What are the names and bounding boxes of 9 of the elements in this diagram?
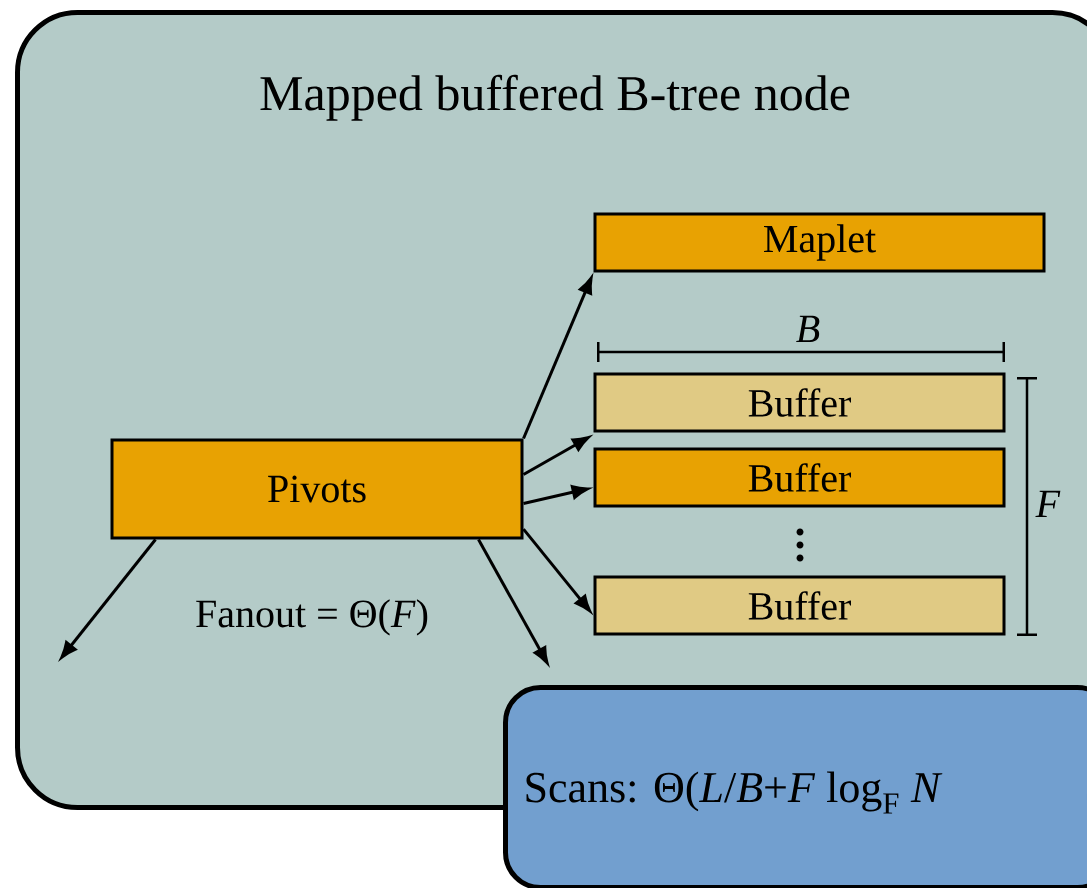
record-box: Pivots	[110, 438, 524, 540]
record-box: Buffer	[593, 372, 1006, 433]
record-box: Buffer	[593, 447, 1006, 508]
record-box: Maplet	[593, 212, 1046, 273]
fanout-label: Fanout = Θ(F)	[196, 599, 428, 636]
dimension-label: F	[1035, 490, 1061, 517]
cost-box: Scans: Θ(L/B+F log$_{F}$ N	[503, 685, 1087, 888]
dimension-label: B	[796, 315, 820, 343]
record-box: Buffer	[593, 575, 1006, 636]
